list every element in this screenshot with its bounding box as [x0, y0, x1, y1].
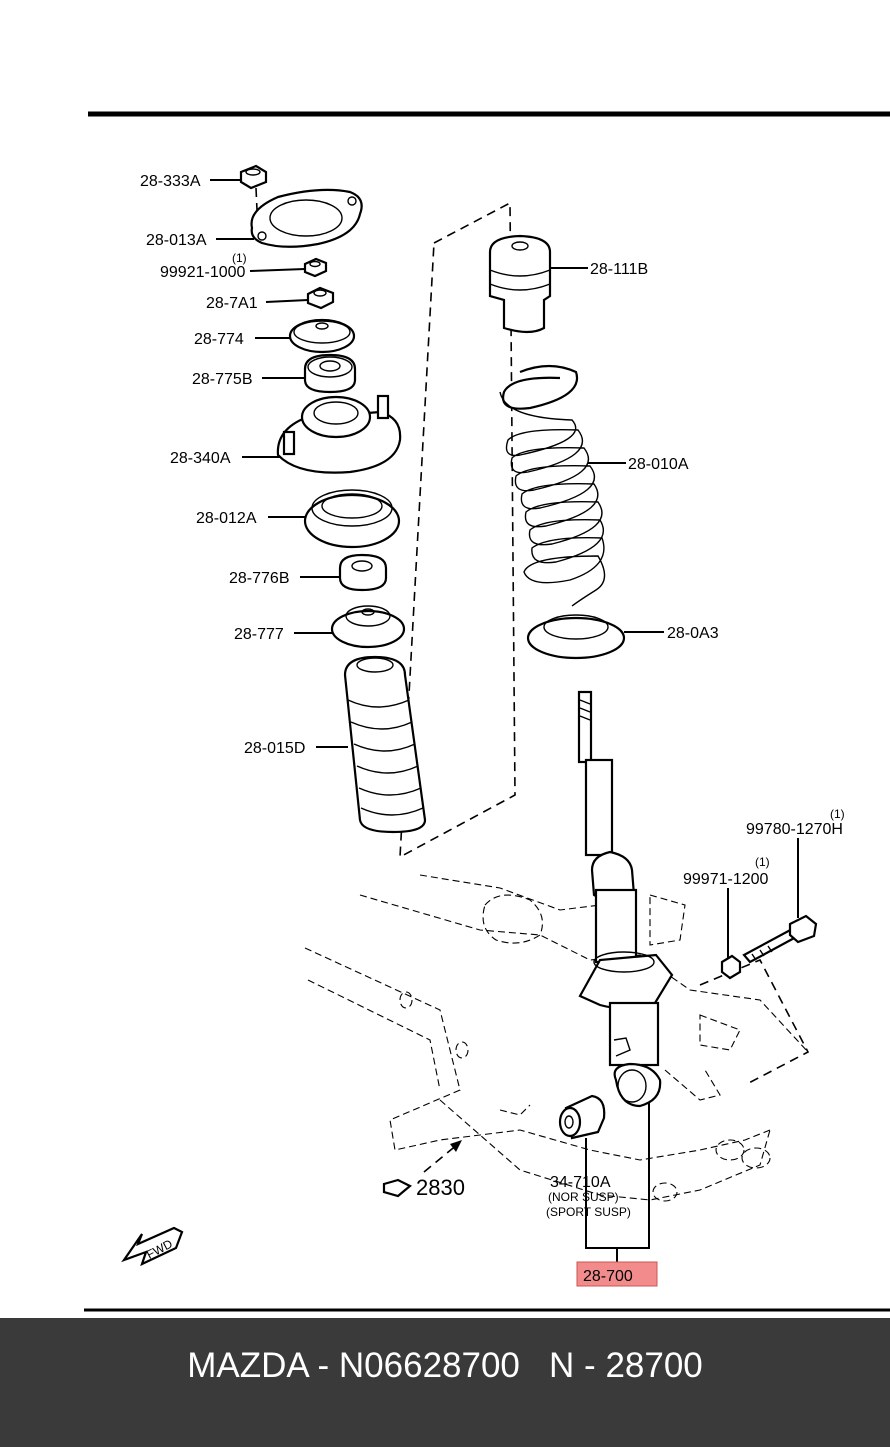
- label-28-774: 28-774: [194, 331, 244, 348]
- part-28-333A-nut: [239, 164, 268, 190]
- label-99921-qty: (1): [232, 251, 247, 265]
- label-28-333A: 28-333A: [140, 173, 201, 190]
- highlight-box-28-700: [576, 1261, 658, 1287]
- fwd-arrow-icon: [121, 1226, 184, 1267]
- part-28-7A1-nut: [306, 286, 335, 310]
- footer-bar: MAZDA - N06628700 N - 28700: [0, 1318, 890, 1447]
- subframe-outline: [304, 874, 809, 1202]
- part-99921-1000-nut: [303, 257, 328, 278]
- label-28-776B: 28-776B: [229, 570, 290, 587]
- part-99971-1200-nut: [720, 954, 742, 980]
- part-99780-1270H-bolt: [742, 914, 818, 964]
- label-34-710A: 34-710A: [550, 1174, 611, 1191]
- part-28-012A-ring: [303, 489, 401, 549]
- label-99971-qty: (1): [755, 855, 770, 869]
- label-99780-qty: (1): [830, 807, 845, 821]
- part-28-776B-bushing: [338, 553, 388, 592]
- part-28-700-shock-absorber: [577, 690, 674, 1108]
- label-99780-1270H: 99780-1270H: [746, 821, 843, 838]
- footer-title: MAZDA - N06628700 N - 28700: [187, 1346, 703, 1385]
- part-34-710A-bushing: [558, 1094, 606, 1140]
- label-99971-1200: 99971-1200: [683, 871, 769, 888]
- part-28-0A3-seat: [526, 614, 626, 660]
- leader-lines: [210, 179, 799, 1264]
- part-28-775B-bushing: [303, 353, 357, 394]
- label-28-015D: 28-015D: [244, 740, 305, 757]
- part-28-013A-plate: [250, 188, 363, 248]
- part-28-340A-mount: [276, 394, 402, 474]
- label-28-0A3: 28-0A3: [667, 625, 719, 642]
- label-28-700: 28-700: [583, 1268, 633, 1285]
- label-28-775B: 28-775B: [192, 371, 253, 388]
- label-sport-susp: (SPORT SUSP): [546, 1205, 631, 1219]
- label-nor-susp: (NOR SUSP): [548, 1190, 619, 1204]
- part-28-111B-bump-stop: [488, 234, 552, 334]
- label-28-012A: 28-012A: [196, 510, 257, 527]
- label-28-777: 28-777: [234, 626, 284, 643]
- part-28-015D-boot: [343, 655, 427, 834]
- bolt-dashed-outline: [699, 958, 810, 1086]
- ref-arrow-2830: [382, 1140, 462, 1198]
- label-99921-1000: 99921-1000: [160, 264, 246, 281]
- label-28-7A1: 28-7A1: [206, 295, 258, 312]
- part-28-777-seat: [330, 605, 406, 649]
- label-28-340A: 28-340A: [170, 450, 231, 467]
- parts-diagram: 28-333A 28-013A (1) 99921-1000 28-7A1 28…: [84, 111, 890, 1312]
- assembly-dashed-outline: [399, 201, 516, 859]
- label-2830: 2830: [416, 1175, 465, 1200]
- label-28-013A: 28-013A: [146, 232, 207, 249]
- label-28-010A: 28-010A: [628, 456, 689, 473]
- label-28-111B: 28-111B: [590, 261, 648, 278]
- part-28-774-washer: [288, 318, 356, 354]
- part-28-010A-coil-spring: [499, 364, 606, 607]
